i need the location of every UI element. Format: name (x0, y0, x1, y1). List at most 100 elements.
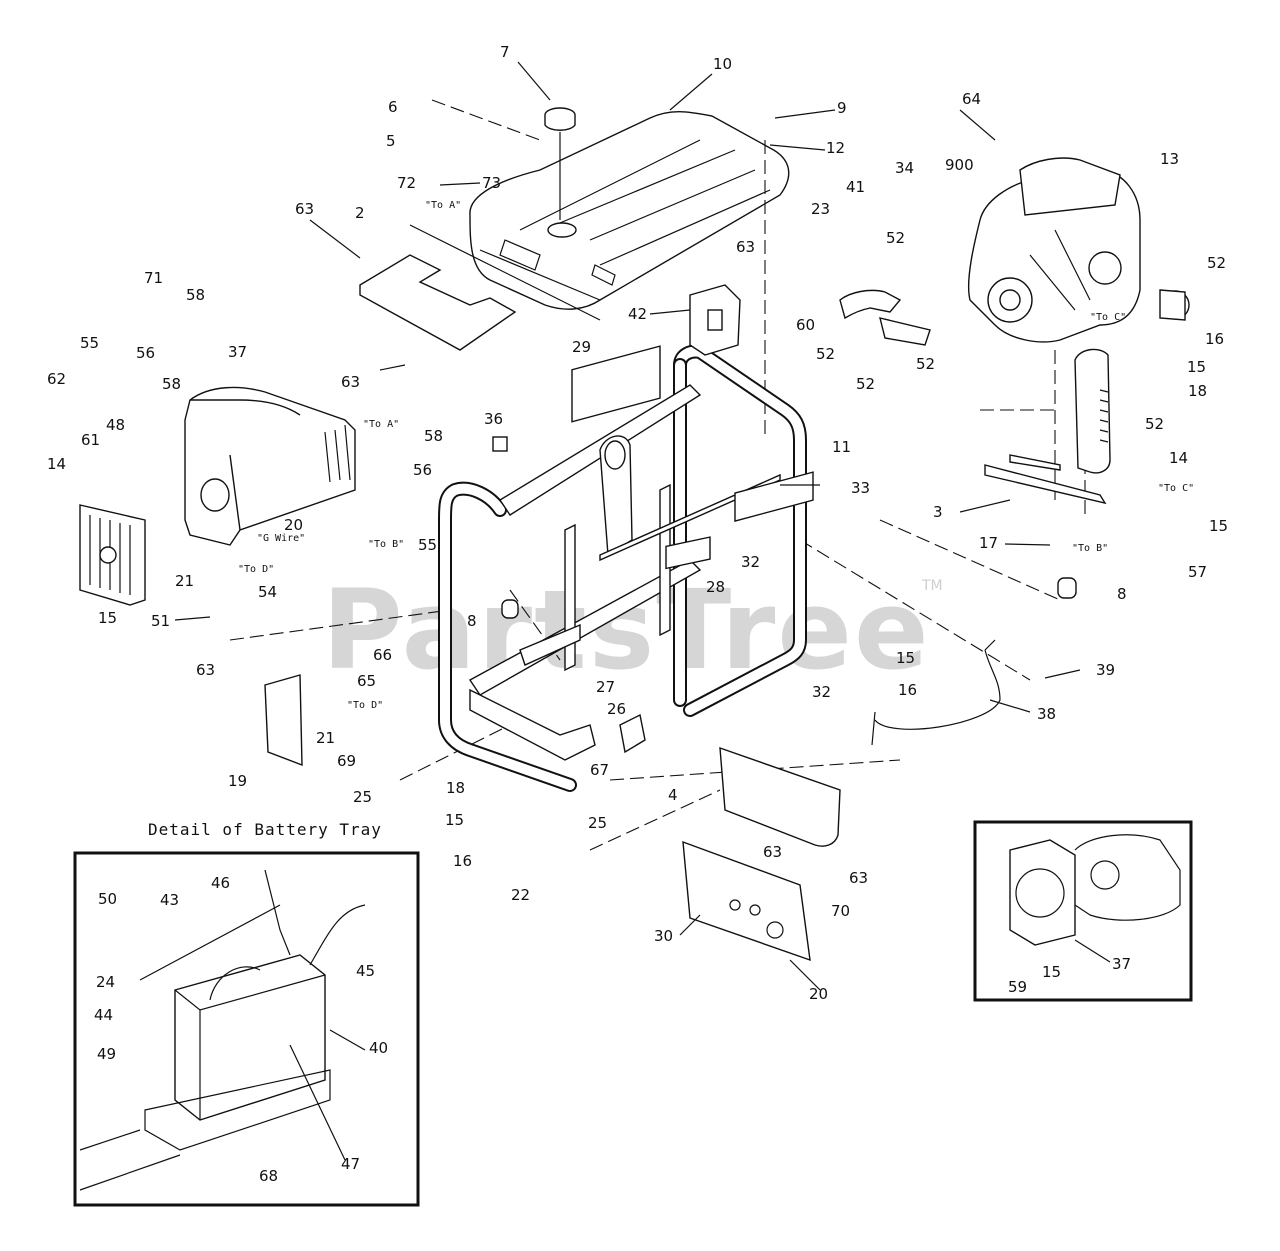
callout-38: 38 (1037, 705, 1056, 723)
bottom-panel (719, 746, 841, 847)
callout-48: 48 (106, 416, 125, 434)
callout-13: 13 (1160, 150, 1179, 168)
callout-32-top: 32 (741, 553, 760, 571)
callout-11: 11 (832, 438, 851, 456)
callout-2: 2 (355, 204, 365, 222)
engine-brackets (984, 454, 1107, 505)
mounting-plate (359, 224, 601, 351)
note-to-a-mid: "To A" (363, 419, 399, 430)
callout-32-low: 32 (812, 683, 831, 701)
callout-15-engine: 15 (1187, 358, 1206, 376)
callout-14-right: 14 (1169, 449, 1188, 467)
callout-73: 73 (482, 174, 501, 192)
callout-16-low: 16 (898, 681, 917, 699)
callout-43: 43 (160, 891, 179, 909)
callout-3: 3 (933, 503, 943, 521)
callout-37-main: 37 (228, 343, 247, 361)
callout-28: 28 (706, 578, 725, 596)
note-to-c-engine: "To C" (1090, 312, 1126, 323)
callout-22: 22 (511, 886, 530, 904)
callout-58-top: 58 (186, 286, 205, 304)
fuel-tank (469, 111, 790, 310)
callout-72: 72 (397, 174, 416, 192)
callout-15-bottom: 15 (445, 811, 464, 829)
callout-40: 40 (369, 1039, 388, 1057)
callout-34: 34 (895, 159, 914, 177)
alternator-assembly (184, 386, 356, 546)
callout-6: 6 (388, 98, 398, 116)
callout-5: 5 (386, 132, 396, 150)
callout-14-grill: 14 (47, 455, 66, 473)
callout-51: 51 (151, 612, 170, 630)
callout-52-mid: 52 (856, 375, 875, 393)
callout-52-pipe: 52 (886, 229, 905, 247)
decal-28 (665, 536, 711, 570)
callout-52-low: 52 (816, 345, 835, 363)
callout-19: 19 (228, 772, 247, 790)
note-to-a-top: "To A" (425, 200, 461, 211)
callout-18-engine: 18 (1188, 382, 1207, 400)
callout-58-wire: 58 (424, 427, 443, 445)
callout-8-right: 8 (1117, 585, 1127, 603)
callout-66: 66 (373, 646, 392, 664)
callout-15-low: 15 (896, 649, 915, 667)
callout-23: 23 (811, 200, 830, 218)
callout-67: 67 (590, 761, 609, 779)
callout-64: 64 (962, 90, 981, 108)
callout-52-shield: 52 (1145, 415, 1164, 433)
callout-15-detail: 15 (1042, 963, 1061, 981)
callout-49: 49 (97, 1045, 116, 1063)
callout-68: 68 (259, 1167, 278, 1185)
callout-leaders (174, 61, 1111, 1161)
callout-39: 39 (1096, 661, 1115, 679)
callout-20-alt: 20 (284, 516, 303, 534)
flywheel-detail (973, 820, 1193, 1002)
callout-62: 62 (47, 370, 66, 388)
callout-900: 900 (945, 156, 974, 174)
callout-25-left: 25 (353, 788, 372, 806)
side-panel (264, 674, 303, 767)
callout-69: 69 (337, 752, 356, 770)
trademark-mark: TM (921, 578, 943, 594)
callout-63-panel-b: 63 (849, 869, 868, 887)
callout-27: 27 (596, 678, 615, 696)
vibration-mount-right (1057, 577, 1077, 599)
callout-16-bottom: 16 (453, 852, 472, 870)
callout-55-left: 55 (80, 334, 99, 352)
callout-70: 70 (831, 902, 850, 920)
callout-63-plate: 63 (295, 200, 314, 218)
callout-7: 7 (500, 43, 510, 61)
callout-24: 24 (96, 973, 115, 991)
decal-29 (571, 345, 661, 423)
callout-33: 33 (851, 479, 870, 497)
callout-9: 9 (837, 99, 847, 117)
ground-cable (874, 649, 1001, 730)
note-to-d-left: "To D" (238, 564, 274, 575)
rear-grill (79, 504, 146, 606)
callout-20-panel: 20 (809, 985, 828, 1003)
note-to-c-right: "To C" (1158, 483, 1194, 494)
callout-58-mid: 58 (162, 375, 181, 393)
partstree-watermark: PartsTree (322, 566, 931, 694)
exhaust-system (839, 289, 1190, 474)
battery-tray-detail (73, 851, 420, 1207)
vibration-mount-left (501, 599, 519, 619)
callout-63-panel-a: 63 (763, 843, 782, 861)
callout-17: 17 (979, 534, 998, 552)
callout-52-heat: 52 (916, 355, 935, 373)
callout-8-left: 8 (467, 612, 477, 630)
callout-65: 65 (357, 672, 376, 690)
callout-26: 26 (607, 700, 626, 718)
note-g-wire: "G Wire" (257, 533, 305, 544)
callout-61: 61 (81, 431, 100, 449)
callout-55-wire: 55 (418, 536, 437, 554)
callout-63-plate-low: 63 (341, 373, 360, 391)
callout-56-wire: 56 (413, 461, 432, 479)
callout-numbers: 7 10 6 9 5 12 72 73 64 900 13 34 63 2 23… (47, 43, 1228, 1185)
callout-15-right: 15 (1209, 517, 1228, 535)
callout-45: 45 (356, 962, 375, 980)
callout-4: 4 (668, 786, 678, 804)
callout-21-left: 21 (175, 572, 194, 590)
callout-18-low: 18 (446, 779, 465, 797)
callout-36: 36 (484, 410, 503, 428)
